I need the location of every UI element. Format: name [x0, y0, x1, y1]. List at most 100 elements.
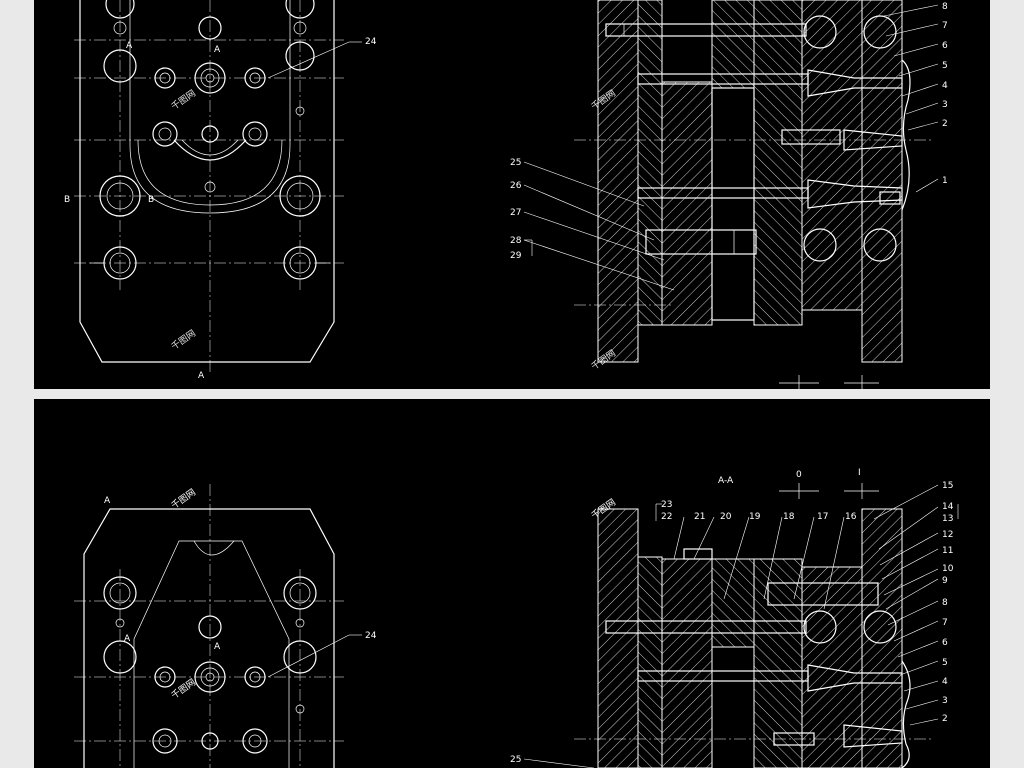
drawing-path [173, 139, 247, 161]
drawing-circle [201, 125, 219, 143]
drawing-line [883, 4, 939, 17]
cavity-outline [133, 540, 290, 768]
drawing-line [901, 83, 939, 97]
callouts-right: 15 14 13 12 11 10 9 8 7 6 5 4 3 2 [873, 481, 959, 726]
callout-19: 19 [749, 512, 761, 522]
drawing-rect [753, 558, 803, 768]
drawing-circle [152, 121, 178, 147]
drawing-rect [661, 558, 713, 768]
drawing-rect [879, 191, 901, 205]
drawing-line [879, 532, 939, 566]
drawing-circle [103, 49, 137, 83]
drawing-path [901, 59, 911, 211]
drawing-line [899, 660, 939, 676]
drawing-circle [803, 610, 837, 644]
callout-7: 7 [942, 618, 948, 628]
drawing-path [181, 139, 239, 156]
drawing-circle [154, 67, 176, 89]
callout-6: 6 [942, 41, 948, 51]
drawing-line [909, 718, 939, 726]
drawing-circle [200, 68, 220, 88]
drawing-circle [242, 121, 268, 147]
cad-drawing-top: 千图网 千图网 千图网 千图网 [64, 0, 948, 389]
section-label-a: A [104, 496, 111, 506]
plan-view [74, 484, 344, 768]
drawing-line [267, 41, 350, 79]
drawing-rect [801, 0, 863, 311]
drawing-rect [711, 0, 755, 89]
drawing-line [723, 516, 750, 600]
drawing-circle [201, 732, 219, 750]
drawing-circle [106, 182, 134, 210]
drawing-circle [159, 671, 171, 683]
callout-18: 18 [783, 512, 795, 522]
drawing-rect [781, 129, 841, 145]
plan-view [74, 0, 344, 375]
dim-mark: 0 [796, 470, 802, 480]
drawing-circle [803, 228, 837, 262]
section-label-a: A [214, 642, 221, 652]
drawing-circle [279, 175, 321, 217]
callout-2: 2 [942, 714, 948, 724]
drawing-circle [803, 15, 837, 49]
drawing-line [905, 699, 939, 710]
cad-drawing-bottom: 千图网 千图网 千图网 A A [74, 468, 959, 768]
drawing-circle [198, 615, 222, 639]
callout-12: 12 [942, 530, 953, 540]
drawing-circle [863, 15, 897, 49]
section-label-a: A [124, 634, 131, 644]
drawing-sheet-top: 千图网 千图网 千图网 千图网 [34, 0, 990, 389]
callout-21: 21 [694, 512, 705, 522]
drawing-circle [242, 728, 268, 754]
drawing-line [903, 680, 939, 692]
callouts-right: 8 7 6 5 4 3 2 1 [883, 2, 948, 193]
callout-5: 5 [942, 658, 948, 668]
drawing-circle [158, 734, 172, 748]
drawing-path [807, 664, 903, 692]
drawing-line [915, 178, 939, 193]
drawing-circle [244, 67, 266, 89]
drawing-circle [863, 610, 897, 644]
watermark-text: 千图网 [169, 328, 197, 353]
callout-16: 16 [845, 512, 857, 522]
callouts-left: 25 26 27 28 29 [510, 158, 675, 291]
section-view [574, 0, 934, 389]
drawing-circle [249, 72, 261, 84]
drawing-path [807, 69, 903, 97]
drawing-circle [285, 0, 315, 19]
callouts-left: 25 [510, 755, 595, 768]
drawing-circle [289, 582, 311, 604]
drawing-path [193, 540, 235, 556]
section-label-b: B [148, 195, 154, 205]
callout-25: 25 [510, 158, 521, 168]
callout-15: 15 [942, 481, 953, 491]
callout-3: 3 [942, 100, 948, 110]
drawing-line [905, 102, 939, 115]
section-label-b: B [64, 195, 70, 205]
drawing-path [807, 179, 903, 209]
drawing-line [881, 548, 939, 580]
drawing-rect [711, 87, 755, 321]
callout-10: 10 [942, 564, 954, 574]
drawing-rect [801, 566, 863, 768]
watermark-layer: 千图网 千图网 千图网 千图网 [169, 88, 617, 373]
drawing-circle [249, 671, 261, 683]
drawing-path [901, 660, 911, 768]
callout-3: 3 [942, 696, 948, 706]
drawing-circle [103, 640, 137, 674]
drawing-rect [861, 0, 903, 363]
callout-4: 4 [942, 81, 948, 91]
cavity-outline [129, 0, 291, 214]
drawing-circle [103, 576, 137, 610]
callout-4: 4 [942, 677, 948, 687]
drawing-sheet-bottom: 千图网 千图网 千图网 A A [34, 399, 990, 768]
drawing-circle [293, 21, 307, 35]
drawing-line [267, 634, 350, 678]
drawing-rect [683, 548, 713, 560]
drawing-circle [194, 62, 226, 94]
drawing-line [897, 640, 939, 658]
drawing-line [523, 161, 645, 207]
callout-23: 23 [661, 500, 672, 510]
drawing-circle [105, 0, 135, 19]
drawing-circle [99, 175, 141, 217]
